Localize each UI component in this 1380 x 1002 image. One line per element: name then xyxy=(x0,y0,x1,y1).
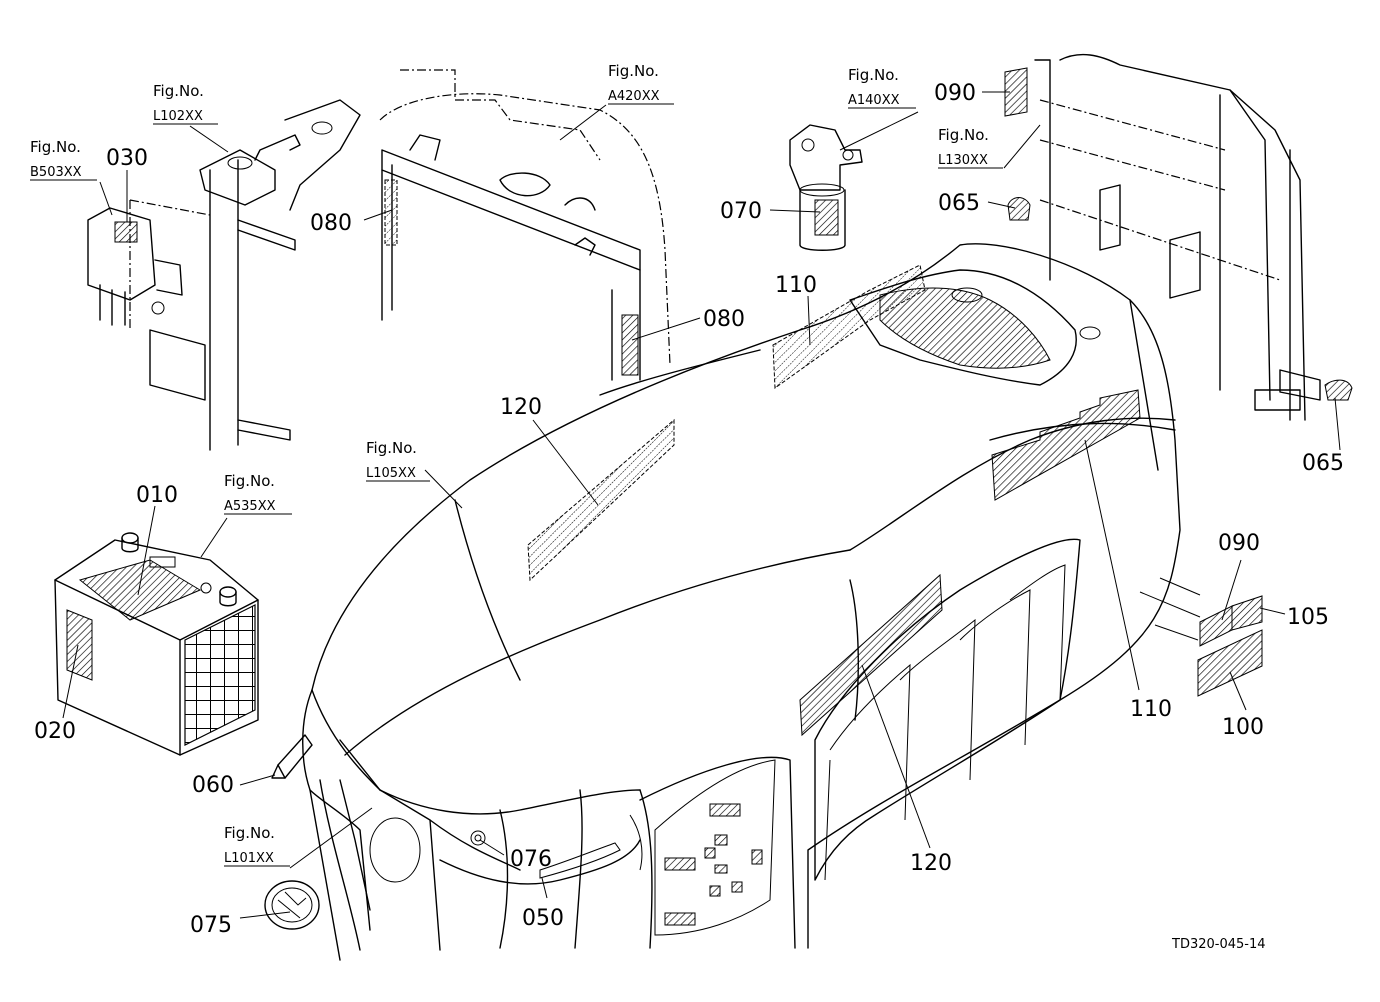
callout-065-left: 065 xyxy=(938,191,980,216)
callout-075: 075 xyxy=(190,913,232,938)
callout-090-right: 090 xyxy=(1218,531,1260,556)
decal-080-right xyxy=(621,314,639,376)
relay-bracket-assembly xyxy=(87,99,361,451)
svg-text:Fig.No.: Fig.No. xyxy=(224,472,275,490)
logo-decals xyxy=(664,803,763,926)
svg-text:Fig.No.: Fig.No. xyxy=(608,62,659,80)
figref-a420: Fig.No. A420XX xyxy=(608,62,674,105)
figref-l130: Fig.No. L130XX xyxy=(938,126,1003,169)
svg-text:Fig.No.: Fig.No. xyxy=(848,66,899,84)
decal-120-upper xyxy=(527,418,675,582)
decals xyxy=(527,67,1263,926)
radiator-assembly xyxy=(379,69,671,381)
callout-labels: 030 080 080 070 090 065 065 110 120 010 … xyxy=(34,81,1344,938)
figref-b503: Fig.No. B503XX xyxy=(30,138,97,181)
battery-vent-grid xyxy=(184,604,256,746)
decal-090-right xyxy=(1199,605,1233,647)
svg-text:Fig.No.: Fig.No. xyxy=(224,824,275,842)
figref-a535: Fig.No. A535XX xyxy=(224,472,292,515)
callout-050: 050 xyxy=(522,906,564,931)
decal-090-top xyxy=(1004,67,1028,117)
svg-text:L130XX: L130XX xyxy=(938,153,988,168)
decal-110-right xyxy=(991,389,1141,501)
part-075-emblem xyxy=(264,880,320,930)
callout-105: 105 xyxy=(1287,605,1329,630)
svg-text:L102XX: L102XX xyxy=(153,109,203,124)
callout-030: 030 xyxy=(106,146,148,171)
leader-lines xyxy=(62,91,1341,919)
callout-100: 100 xyxy=(1222,715,1264,740)
callout-120-lower: 120 xyxy=(910,851,952,876)
callout-010: 010 xyxy=(136,483,178,508)
callout-080-left: 080 xyxy=(310,211,352,236)
figref-a140: Fig.No. A140XX xyxy=(848,66,916,109)
callout-065-right: 065 xyxy=(1302,451,1344,476)
battery-assembly xyxy=(54,532,259,756)
side-grille xyxy=(814,538,1081,881)
callout-090-top: 090 xyxy=(934,81,976,106)
figure-references: Fig.No. B503XX Fig.No. L102XX Fig.No. A4… xyxy=(30,62,1003,867)
decal-110-top xyxy=(772,264,926,389)
decal-105 xyxy=(1231,595,1263,631)
callout-060: 060 xyxy=(192,773,234,798)
svg-text:A420XX: A420XX xyxy=(608,89,660,104)
decal-100 xyxy=(1197,629,1263,697)
callout-110-top: 110 xyxy=(775,273,817,298)
svg-text:Fig.No.: Fig.No. xyxy=(938,126,989,144)
callout-120-upper: 120 xyxy=(500,395,542,420)
figref-l101: Fig.No. L101XX xyxy=(224,824,290,867)
svg-text:Fig.No.: Fig.No. xyxy=(366,439,417,457)
diagram-id: TD320-045-14 xyxy=(1171,937,1266,952)
figref-l102: Fig.No. L102XX xyxy=(153,82,218,125)
fuel-filter-assembly xyxy=(789,124,863,251)
callout-080-right: 080 xyxy=(703,307,745,332)
part-060 xyxy=(277,734,313,779)
svg-text:L101XX: L101XX xyxy=(224,851,274,866)
svg-text:B503XX: B503XX xyxy=(30,165,82,180)
bonnet-assembly xyxy=(264,243,1181,961)
callout-070: 070 xyxy=(720,199,762,224)
decal-120-lower xyxy=(799,573,943,737)
svg-text:A140XX: A140XX xyxy=(848,93,900,108)
callout-110-right: 110 xyxy=(1130,697,1172,722)
figref-l105: Fig.No. L105XX xyxy=(366,439,430,482)
decal-080-left xyxy=(384,179,398,246)
svg-text:Fig.No.: Fig.No. xyxy=(30,138,81,156)
part-076-cap xyxy=(470,830,486,846)
bonnet-outline xyxy=(311,243,1181,949)
decal-010 xyxy=(78,559,202,621)
callout-076: 076 xyxy=(510,847,552,872)
part-065-right xyxy=(1324,379,1353,401)
svg-text:Fig.No.: Fig.No. xyxy=(153,82,204,100)
cabin-frame xyxy=(1007,53,1353,421)
decal-020 xyxy=(66,609,93,681)
part-050-lever xyxy=(539,842,621,879)
svg-text:L105XX: L105XX xyxy=(366,466,416,481)
logo-decal-panel xyxy=(654,759,776,936)
callout-020: 020 xyxy=(34,719,76,744)
svg-text:A535XX: A535XX xyxy=(224,499,276,514)
part-065-left xyxy=(1007,197,1031,221)
